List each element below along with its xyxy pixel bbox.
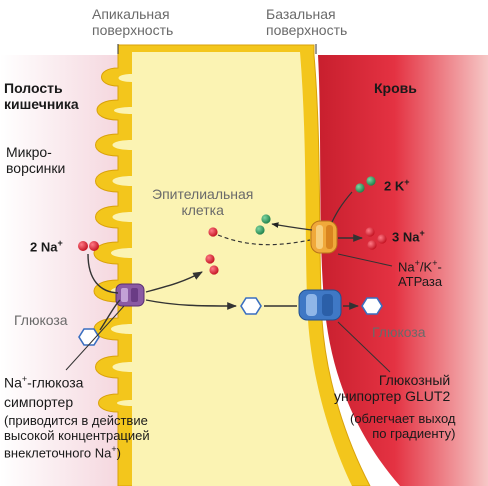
glut2-uniporter [298,289,342,321]
symporter-glucose-arrow [145,299,237,310]
symporter-label-line2: симпортер [4,394,74,410]
glucose-lumen-label: Глюкоза [14,312,68,328]
potassium-ions-blood [355,176,376,193]
sodium-to-pump-arrow [217,234,311,246]
microvilli-label: Микро- ворсинки [6,144,66,177]
potassium-influx-arrow [331,191,353,223]
na-k-atpase [310,220,338,254]
potassium-blood-label: 2 K+ [384,177,410,194]
glucose-blood-label: Глюкоза [372,324,426,340]
glut2-label: Глюкозный унипортер GLUT2 [334,372,451,405]
potassium-ions-cell [255,214,271,235]
lumen-label: Полость кишечника [4,80,79,113]
symporter-label-note: (приводится в действие высокой концентра… [4,413,150,461]
blood-region [318,55,488,486]
blood-label: Кровь [374,80,417,96]
potassium-to-cell-arrow [271,222,313,231]
atpase-label-line1: Na+/K+- [398,258,442,275]
cell-cytoplasm [111,52,352,486]
basal-surface-label: Базальная поверхность [266,6,348,39]
atpase-leader [337,253,393,267]
sodium-influx-arrow [87,253,119,294]
apical-surface-label: Апикальная поверхность [92,6,174,39]
sodium-ions-blood [365,227,387,250]
epithelial-cell-label: Эпителиальная клетка [152,186,254,219]
glucose-cell [240,297,262,315]
sodium-ions-cell [205,227,219,275]
glut2-leader [337,321,391,373]
symporter-label-line1: Na+-глюкоза [4,374,84,391]
glut2-note-label: (облегчает выход по градиенту) [350,411,456,441]
sodium-ions-lumen [78,241,99,251]
symporter-na-arrow [145,271,203,293]
glucose-influx-arrow [99,299,121,331]
sodium-blood-label: 3 Na+ [392,228,425,245]
glucose-lumen [78,328,100,346]
atpase-label-line2: АТРаза [398,274,443,289]
symporter-leader [65,305,125,371]
na-glucose-symporter [115,283,145,307]
glucose-blood [361,297,383,315]
sodium-lumen-label: 2 Na+ [30,238,63,255]
